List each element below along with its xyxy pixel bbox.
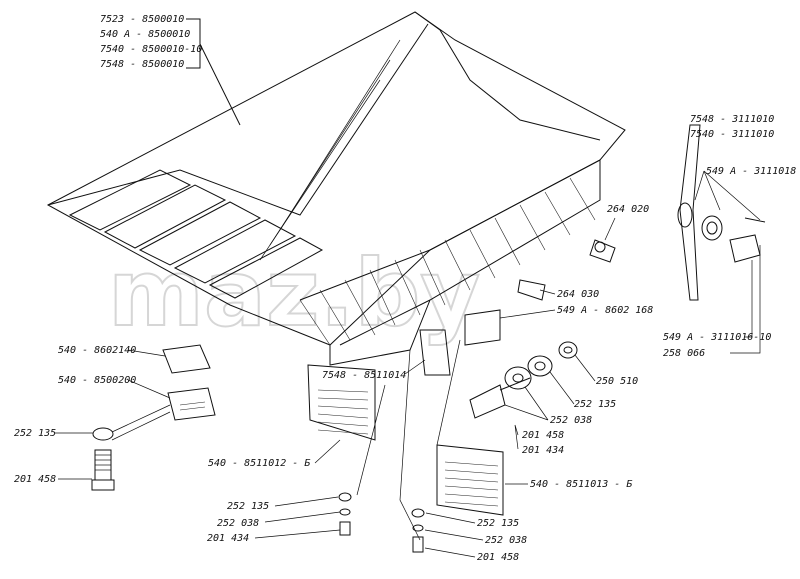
label-nut-r1: 250 510 [596, 376, 638, 387]
label-bolt-r2: 201 434 [522, 445, 564, 456]
label-washer-left: 252 135 [14, 428, 56, 439]
dump-body [46, 11, 626, 366]
left-mudguard: 540 - 8511012 - Б [208, 364, 376, 469]
label-nut-bottom: 252 135 [477, 518, 519, 529]
label-bolt-bottom: 201 458 [477, 552, 519, 563]
label-fitting-2: 264 030 [557, 289, 599, 300]
center-bracket: 7548 - 8511014 [322, 329, 451, 496]
label-washer-bottom: 252 038 [485, 535, 527, 546]
label-axle-pin: 549 А - 3111018 [706, 166, 796, 177]
label-bolt-left: 201 458 [14, 474, 56, 485]
label-pin-bolt: 549 А - 3111016-10 [663, 332, 771, 343]
label-dump-body-3: 7540 - 8500010-10 [100, 44, 202, 55]
right-hardware: 250 510 252 135 252 038 201 458 201 434 [469, 341, 638, 456]
center-fittings: 264 020 264 030 549 А - 8602 168 [464, 204, 653, 346]
label-nut-center: 252 135 [227, 501, 269, 512]
watermark-text: maz.by [108, 240, 480, 347]
label-dump-body-1: 7523 - 8500010 [100, 14, 184, 25]
lever-assembly: 7548 - 3111010 7540 - 3111010 549 А - 31… [663, 114, 796, 359]
label-fitting: 264 020 [607, 204, 649, 215]
label-block-left: 540 - 8500200 [58, 375, 136, 386]
left-hardware: 540 - 8602140 540 - 8500200 252 135 201 … [14, 344, 216, 491]
label-mudguard-left: 540 - 8511012 - Б [208, 458, 310, 469]
center-hardware-stack: 252 135 252 038 201 434 [207, 492, 352, 544]
label-lever-1: 7548 - 3111010 [690, 114, 774, 125]
label-washer-r2: 252 038 [550, 415, 592, 426]
bottom-hardware-stack: 252 135 252 038 201 458 [411, 508, 527, 563]
label-dump-body-2: 540 А - 8500010 [100, 29, 190, 40]
label-washer-right: 258 066 [663, 348, 705, 359]
label-washer-r1: 252 135 [574, 399, 616, 410]
label-bolt-r1: 201 458 [522, 430, 564, 441]
right-mudguard: 540 - 8511013 - Б [399, 339, 632, 541]
label-dump-body-4: 7548 - 8500010 [100, 59, 184, 70]
label-mudguard-right: 540 - 8511013 - Б [530, 479, 632, 490]
label-bolt-center: 201 434 [207, 533, 249, 544]
label-bracket-pad: 549 А - 8602 168 [557, 305, 653, 316]
callout-dump-body: 7523 - 8500010 540 А - 8500010 7540 - 85… [100, 14, 241, 126]
label-bracket-center: 7548 - 8511014 [322, 370, 406, 381]
label-washer-center: 252 038 [217, 518, 259, 529]
label-plate-left: 540 - 8602140 [58, 345, 136, 356]
label-lever-2: 7540 - 3111010 [690, 129, 774, 140]
